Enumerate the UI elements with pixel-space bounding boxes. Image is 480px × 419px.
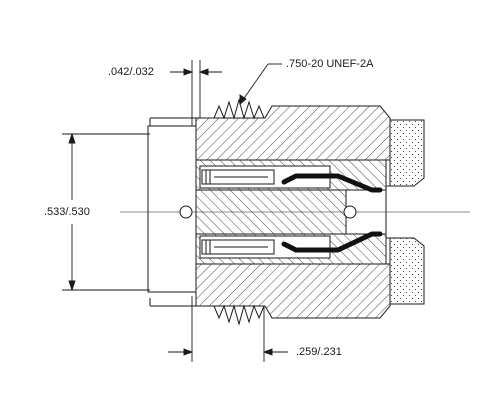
right-alignment-hole — [343, 205, 357, 219]
body-diameter-label: .533/.530 — [44, 206, 90, 218]
upper-contact-wire — [281, 173, 383, 193]
upper-end-cap — [389, 119, 425, 187]
thread-offset-label: .259/.231 — [296, 346, 342, 358]
flange-thickness-label: .042/.032 — [108, 66, 154, 78]
center-insulator — [195, 189, 347, 235]
lower-thread — [213, 304, 265, 326]
left-alignment-hole — [179, 205, 193, 219]
lower-end-cap — [389, 237, 425, 305]
upper-thread — [213, 98, 265, 120]
thread-spec-label: .750-20 UNEF-2A — [286, 58, 374, 70]
lower-contact-wire — [281, 231, 383, 253]
